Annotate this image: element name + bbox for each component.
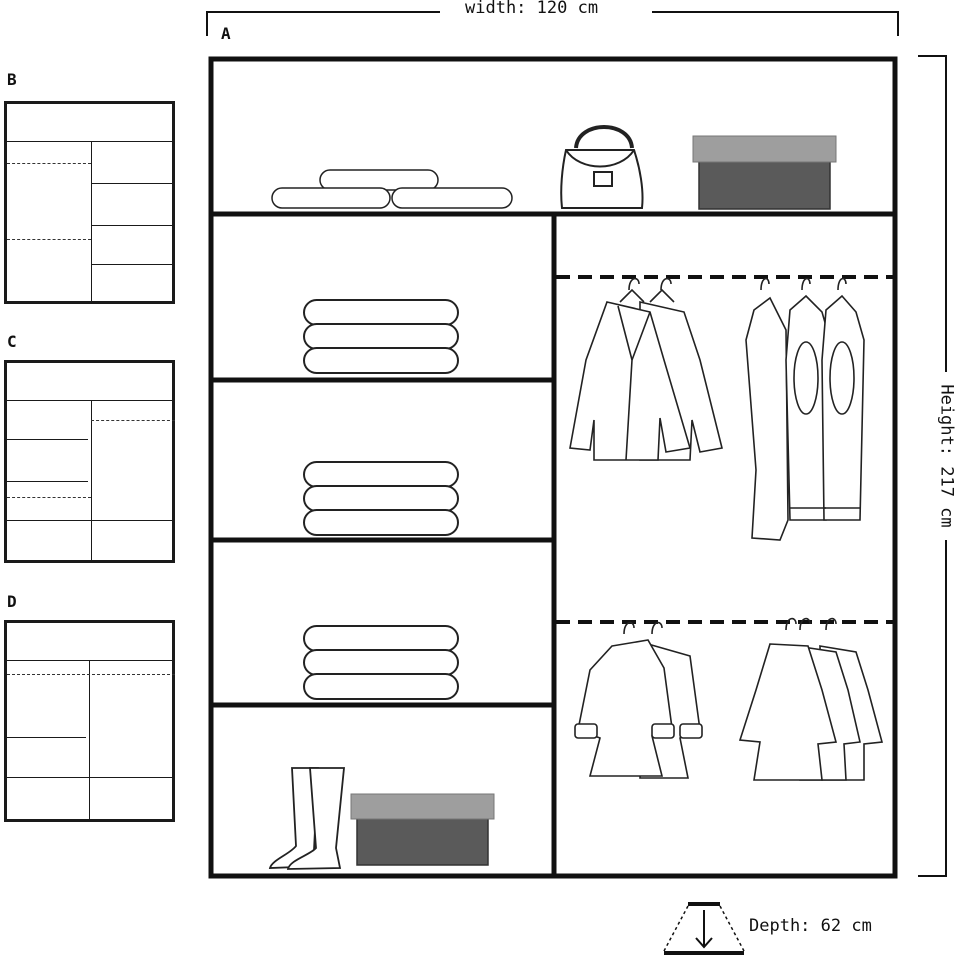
wardrobe-frame <box>208 56 898 879</box>
variant-label-b: B <box>7 70 17 89</box>
depth-label: Depth: 62 cm <box>749 916 872 936</box>
height-label: Height: 217 cm <box>937 378 957 534</box>
coat-icon <box>574 621 703 779</box>
variant-label-a: A <box>221 24 231 43</box>
width-label: width: 120 cm <box>465 0 599 18</box>
folded-clothes-icon <box>303 461 459 536</box>
coat-icon <box>569 277 723 461</box>
variant-d-thumbnail <box>4 620 175 822</box>
folded-clothes-icon <box>303 625 459 700</box>
width-dimension-line <box>206 11 899 36</box>
variant-label-c: C <box>7 332 17 351</box>
handbag-icon <box>560 125 644 209</box>
boot-icon <box>268 767 345 870</box>
storage-box-icon <box>350 793 495 866</box>
variant-c-thumbnail <box>4 360 175 563</box>
knit-vest-icon <box>745 277 865 541</box>
coat-icon <box>738 617 884 781</box>
variant-b-thumbnail <box>4 101 175 304</box>
folded-towels-icon <box>271 169 513 209</box>
height-dimension-line <box>918 55 947 877</box>
variant-label-d: D <box>7 592 17 611</box>
depth-icon <box>663 902 745 955</box>
hanger-rail-icon <box>556 275 893 624</box>
storage-box-icon <box>692 135 837 210</box>
folded-clothes-icon <box>303 299 459 374</box>
